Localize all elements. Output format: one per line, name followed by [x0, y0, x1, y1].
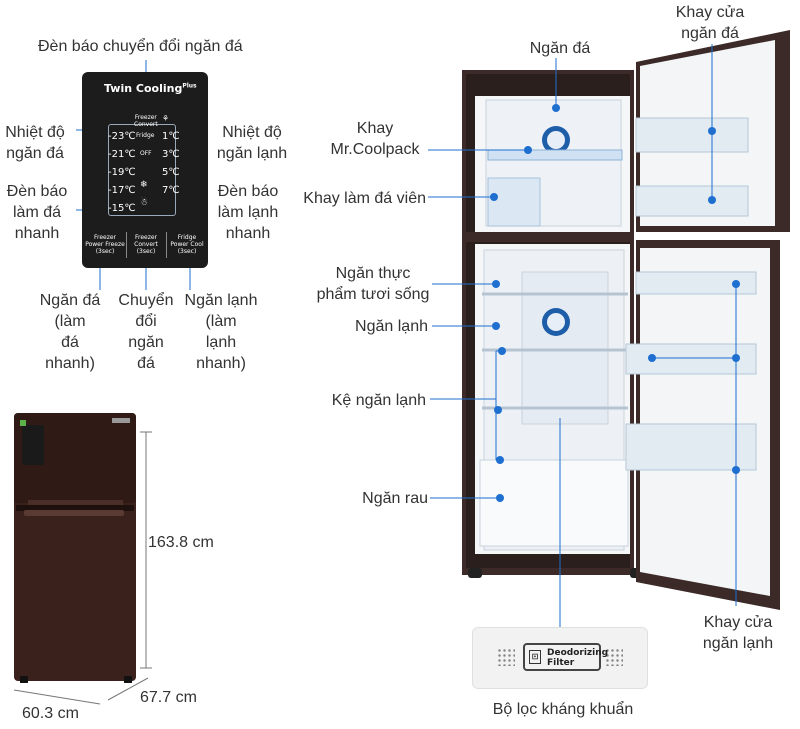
filter-text: Deodorizing Filter	[547, 648, 609, 668]
freezer-temp-item: -21℃	[108, 149, 136, 160]
filter-vent-right	[605, 648, 623, 666]
label-fresh-food: Ngăn thực phẩm tươi sống	[316, 265, 430, 303]
freezer-temp-item: -19℃	[108, 167, 136, 178]
freezer-temp-item: -23℃	[108, 131, 136, 142]
filter-icon: ⊡	[529, 650, 541, 664]
label-deodorizer: Bộ lọc kháng khuẩn	[492, 701, 634, 718]
power-cool-button[interactable]: Fridge Power Cool (3sec)	[170, 234, 204, 255]
fridge-temp-list: 1℃ 3℃ 5℃ 7℃	[162, 128, 180, 200]
panel-convert-top: Freezer Convert	[134, 114, 158, 128]
deodorizer-filter-image: ⊡ Deodorizing Filter	[472, 627, 648, 689]
fridge-top-icon: ⚘	[162, 114, 170, 123]
panel-brand-text: Twin Cooling	[104, 82, 183, 95]
freezer-temp-item: -15℃	[108, 203, 136, 214]
panel-divider	[166, 232, 167, 258]
label-width: 60.3 cm	[22, 705, 79, 722]
power-cool-icon: ☃	[140, 198, 149, 208]
callout-dots	[490, 104, 740, 502]
fridge-temp-item: 5℃	[162, 167, 180, 178]
panel-brand-sup: Plus	[182, 82, 197, 90]
label-ice-switch-indicator: Đèn báo chuyển đổi ngăn đá	[38, 38, 243, 55]
label-quick-cool-light: Đèn báo làm lạnh nhanh	[217, 183, 279, 242]
label-depth: 67.7 cm	[140, 689, 197, 706]
fridge-temp-item: 7℃	[162, 185, 180, 196]
label-fridge-temp: Nhiệt độ ngăn lạnh	[216, 124, 288, 162]
freezer-temp-item: -17℃	[108, 185, 136, 196]
fridge-temp-item: 1℃	[162, 131, 180, 142]
panel-convert-off: OFF	[140, 150, 152, 157]
dimension-lines	[13, 431, 152, 705]
callout-lines	[76, 44, 737, 628]
fridge-open-illustration	[462, 30, 790, 610]
label-vegetable: Ngăn rau	[362, 490, 428, 507]
label-fridge-compartment: Ngăn lạnh	[355, 318, 428, 335]
label-convert: Chuyển đổi ngăn đá	[118, 292, 174, 372]
power-freeze-icon: ❄	[140, 180, 148, 190]
power-freeze-button[interactable]: Freezer Power Freeze (3sec)	[85, 234, 125, 255]
label-freezer-door-shelf: Khay cửa ngăn đá	[675, 4, 745, 42]
panel-brand: Twin CoolingPlus	[104, 82, 197, 95]
label-freezer-compartment: Ngăn đá	[529, 40, 591, 57]
control-panel: Twin CoolingPlus -23℃ -21℃ -19℃ -17℃ -15…	[82, 72, 208, 268]
label-fridge-shelf: Kệ ngăn lạnh	[331, 392, 426, 409]
panel-divider	[126, 232, 127, 258]
filter-vent-left	[497, 648, 515, 666]
label-coolpack-tray: Khay Mr.Coolpack	[330, 120, 420, 158]
panel-convert-fridge: Fridge	[136, 132, 155, 139]
panel-display-frame	[108, 124, 176, 216]
label-fridge-quick: Ngăn lạnh (làm lạnh nhanh)	[184, 292, 258, 372]
fridge-exterior-illustration	[14, 413, 136, 683]
label-fridge-door-shelf: Khay cửa ngăn lạnh	[702, 614, 774, 652]
filter-label-box: ⊡ Deodorizing Filter	[523, 643, 608, 671]
label-height: 163.8 cm	[148, 534, 214, 551]
label-quick-freeze-light: Đèn báo làm đá nhanh	[6, 183, 68, 242]
label-ice-tray: Khay làm đá viên	[303, 190, 426, 207]
freezer-convert-button[interactable]: Freezer Convert (3sec)	[134, 234, 158, 255]
label-freezer-quick: Ngăn đá (làm đá nhanh)	[39, 292, 101, 372]
freezer-temp-list: -23℃ -21℃ -19℃ -17℃ -15℃	[108, 128, 136, 218]
label-freezer-temp: Nhiệt độ ngăn đá	[5, 124, 65, 162]
fridge-temp-item: 3℃	[162, 149, 180, 160]
